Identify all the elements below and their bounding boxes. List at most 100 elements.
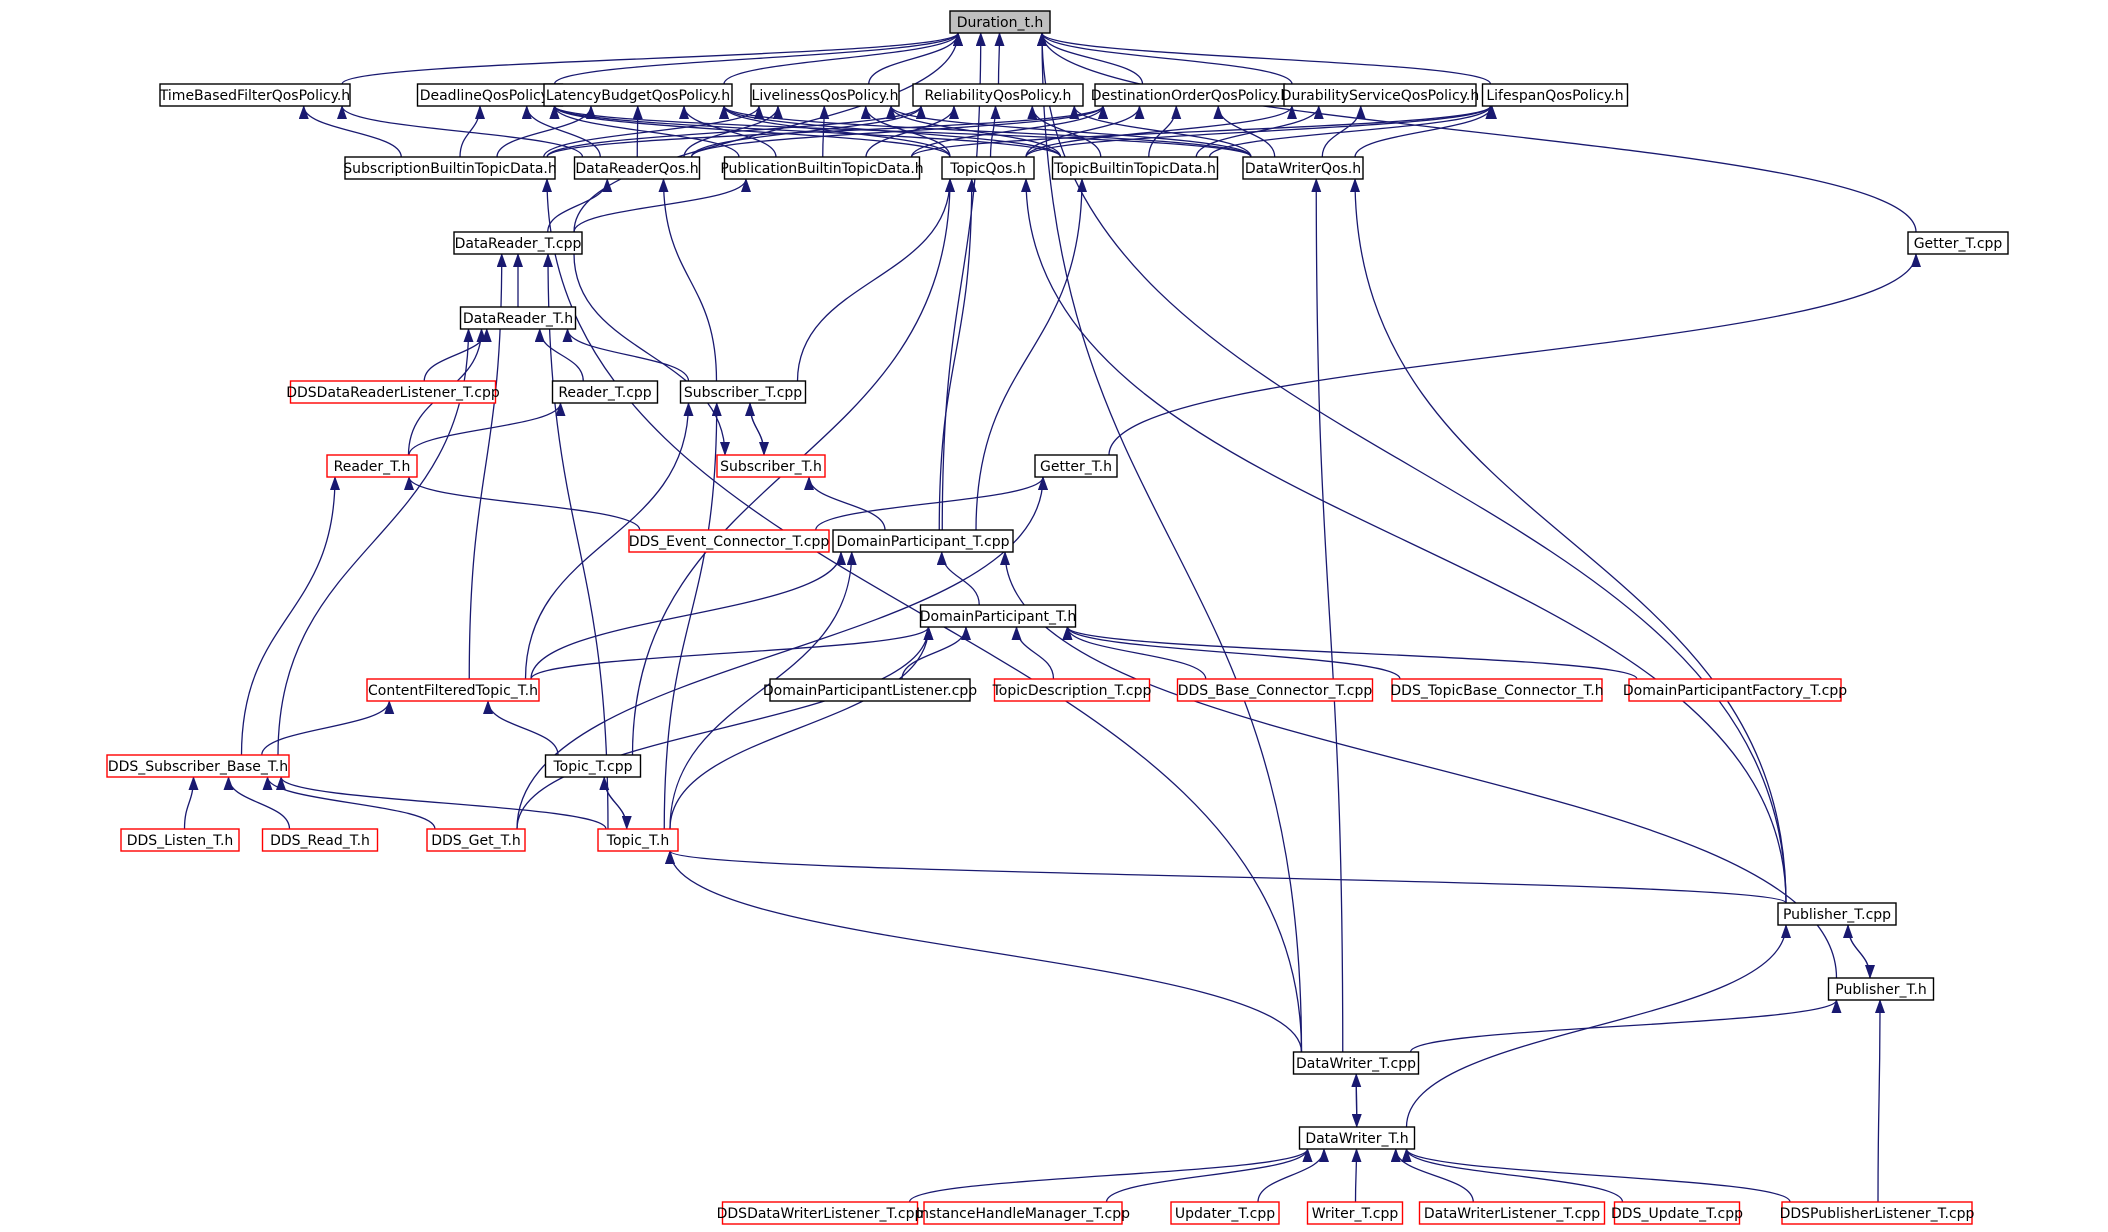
node-subcpp[interactable]: Subscriber_T.cpp (679, 380, 807, 404)
node-label: SubscriptionBuiltinTopicData.h (343, 161, 556, 177)
edge-subbuiltin-to-reliability (546, 105, 926, 158)
edge-subcpp-to-topicqos (796, 178, 955, 382)
node-dwlistener[interactable]: DataWriterListener_T.cpp (1418, 1201, 1606, 1225)
node-destorder[interactable]: DestinationOrderQosPolicy.h (1091, 83, 1290, 107)
node-pubh[interactable]: Publisher_T.h (1827, 977, 1935, 1001)
edge-ddslisten-to-ddssubbase (183, 776, 199, 830)
node-pubcpp[interactable]: Publisher_T.cpp (1777, 902, 1897, 926)
node-topicbuiltin[interactable]: TopicBuiltinTopicData.h (1051, 156, 1219, 180)
edge-tbf-to-duration (341, 32, 963, 85)
node-label: DDS_Base_Connector_T.cpp (1178, 683, 1373, 699)
node-dpcpp[interactable]: DomainParticipant_T.cpp (832, 529, 1014, 553)
node-dpfactory[interactable]: DomainParticipantFactory_T.cpp (1623, 678, 1847, 702)
edge-deadline-to-duration (553, 32, 963, 85)
node-ddstopicbase[interactable]: DDS_TopicBase_Connector_T.h (1390, 678, 1604, 702)
edge-ddsdwl-to-dwh (908, 1148, 1313, 1203)
node-dwqos[interactable]: DataWriterQos.h (1242, 156, 1364, 180)
node-ddslisten[interactable]: DDS_Listen_T.h (120, 828, 240, 852)
node-tbf[interactable]: TimeBasedFilterQosPolicy.h (159, 83, 351, 107)
node-box (1306, 1201, 1404, 1225)
node-dplistener[interactable]: DomainParticipantListener.cpp (763, 678, 977, 702)
edge-topicqos-to-latency (719, 105, 951, 158)
node-ddsget[interactable]: DDS_Get_T.h (426, 828, 526, 852)
node-readercpp[interactable]: Reader_T.cpp (551, 380, 659, 404)
node-ddsdrl[interactable]: DDSDataReaderListener_T.cpp (286, 380, 500, 404)
node-readerh[interactable]: Reader_T.h (326, 454, 418, 478)
node-box (769, 678, 971, 702)
node-liveliness[interactable]: LivelinessQosPolicy.h (750, 83, 900, 107)
node-dwh[interactable]: DataWriter_T.h (1298, 1126, 1416, 1150)
node-ddsevent[interactable]: DDS_Event_Connector_T.cpp (628, 529, 830, 553)
node-lifespan[interactable]: LifespanQosPolicy.h (1481, 83, 1629, 107)
node-subh[interactable]: Subscriber_T.h (716, 454, 826, 478)
node-box (919, 604, 1077, 628)
edge-ddsread-to-ddssubbase (223, 776, 291, 830)
node-box (106, 754, 290, 778)
node-latency[interactable]: LatencyBudgetQosPolicy.h (543, 83, 733, 107)
edge-pubcpp-to-duration (1037, 32, 1787, 904)
node-subbuiltin[interactable]: SubscriptionBuiltinTopicData.h (343, 156, 557, 180)
node-label: DomainParticipant_T.h (920, 609, 1076, 625)
node-box (426, 828, 526, 852)
node-ddsdwl[interactable]: DDSDataWriterListener_T.cpp (717, 1201, 924, 1225)
node-topiccpp[interactable]: Topic_T.cpp (544, 754, 642, 778)
node-box (993, 678, 1151, 702)
edge-dwqos-to-deadline (549, 105, 1252, 158)
node-cft[interactable]: ContentFilteredTopic_T.h (366, 678, 540, 702)
node-label: DDSDataWriterListener_T.cpp (717, 1206, 924, 1222)
node-pubbuiltin[interactable]: PublicationBuiltinTopicData.h (720, 156, 924, 180)
node-ddssubbase[interactable]: DDS_Subscriber_Base_T.h (106, 754, 290, 778)
node-ddsupdate[interactable]: DDS_Update_T.cpp (1611, 1201, 1743, 1225)
node-box (597, 828, 679, 852)
node-deadline[interactable]: DeadlineQosPolicy.h (416, 83, 564, 107)
node-ddsbase[interactable]: DDS_Base_Connector_T.cpp (1176, 678, 1374, 702)
node-label: DDS_TopicBase_Connector_T.h (1390, 683, 1603, 699)
node-writer[interactable]: Writer_T.cpp (1306, 1201, 1404, 1225)
node-dph[interactable]: DomainParticipant_T.h (919, 604, 1077, 628)
node-box (1481, 83, 1629, 107)
node-gettercpp[interactable]: Getter_T.cpp (1907, 231, 2009, 255)
edge-dpcpp-to-duration (941, 32, 986, 531)
node-ddspubl[interactable]: DDSPublisherListener_T.cpp (1780, 1201, 1975, 1225)
node-durservice[interactable]: DurabilityServiceQosPolicy.h (1281, 83, 1480, 107)
edge-durservice-to-duration (1037, 32, 1293, 85)
node-label: DDS_Listen_T.h (127, 833, 234, 849)
node-topicqos[interactable]: TopicQos.h (941, 156, 1035, 180)
node-box (1613, 1201, 1741, 1225)
node-label: DestinationOrderQosPolicy.h (1091, 88, 1290, 104)
node-dwcpp[interactable]: DataWriter_T.cpp (1292, 1051, 1420, 1075)
edge-drcpp-to-pubbuiltin (573, 178, 751, 233)
edge-ddssubbase-to-readerh (240, 476, 340, 756)
node-box (1391, 678, 1603, 702)
node-label: Getter_T.cpp (1914, 236, 2003, 252)
node-getterh[interactable]: Getter_T.h (1034, 454, 1118, 478)
node-label: Reader_T.h (334, 459, 411, 475)
node-reliability[interactable]: ReliabilityQosPolicy.h (912, 83, 1084, 107)
node-topicdesc[interactable]: TopicDescription_T.cpp (992, 678, 1152, 702)
node-label: DomainParticipantFactory_T.cpp (1623, 683, 1847, 699)
node-topich[interactable]: Topic_T.h (597, 828, 679, 852)
edge-topicbuiltin-to-durservice (1195, 105, 1324, 158)
edge-subbuiltin-to-destorder (546, 105, 1108, 158)
node-ihm[interactable]: InstanceHandleManager_T.cpp (916, 1201, 1130, 1225)
edge-ddssubbase-to-cft (261, 700, 395, 756)
edge-dpcpp-to-topicqos (938, 178, 977, 531)
node-label: TimeBasedFilterQosPolicy.h (159, 88, 350, 104)
node-label: Topic_T.h (606, 833, 669, 849)
node-drh[interactable]: DataReader_T.h (459, 306, 577, 330)
node-label: DeadlineQosPolicy.h (420, 88, 561, 104)
node-duration[interactable]: Duration_t.h (949, 10, 1051, 34)
edge-dwqos-to-reliability (1069, 105, 1252, 158)
edge-pubh-to-dpcpp (1000, 551, 1838, 979)
node-label: DataWriter_T.h (1305, 1131, 1408, 1147)
node-drqos[interactable]: DataReaderQos.h (573, 156, 701, 180)
edge-pubcpp-to-topich (665, 850, 1787, 904)
node-label: TopicBuiltinTopicData.h (1053, 161, 1216, 177)
node-ddsread[interactable]: DDS_Read_T.h (261, 828, 379, 852)
edge-pubbuiltin-to-destorder (910, 105, 1108, 158)
node-box (573, 156, 701, 180)
node-box (721, 1201, 919, 1225)
edge-reliability-to-duration (994, 32, 1005, 85)
node-drcpp[interactable]: DataReader_T.cpp (453, 231, 583, 255)
node-updater[interactable]: Updater_T.cpp (1170, 1201, 1280, 1225)
